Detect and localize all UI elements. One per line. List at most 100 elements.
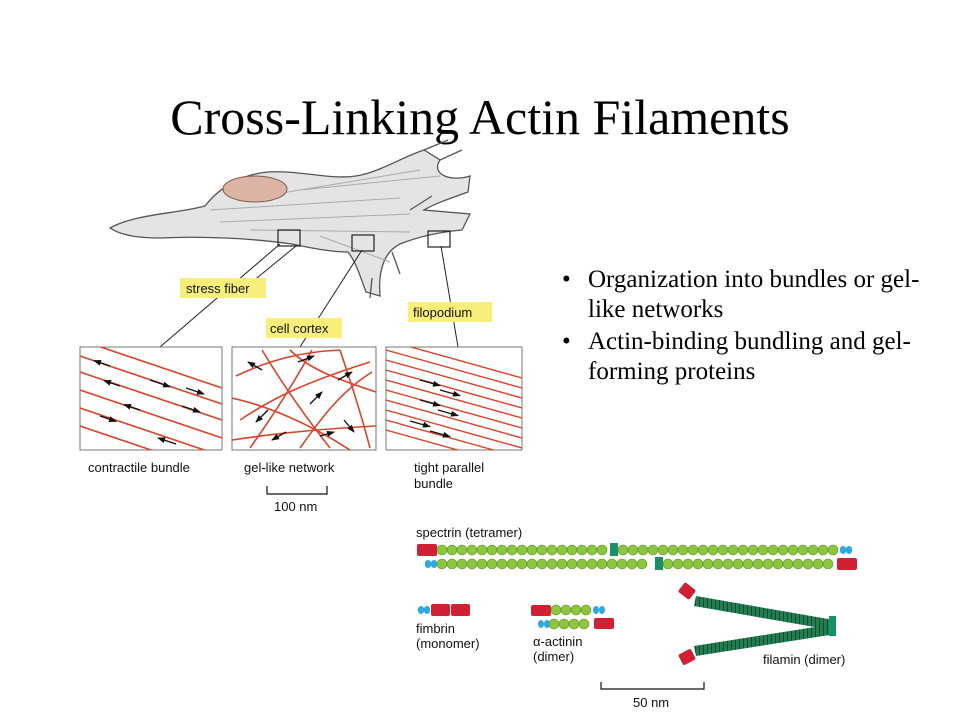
protein-domain-bead: [546, 544, 558, 556]
label-filopodium: filopodium: [413, 305, 472, 320]
protein-domain-bead: [757, 544, 769, 556]
protein-domain-bead: [596, 558, 608, 570]
protein-domain-bead: [797, 544, 809, 556]
protein-domain-bead: [617, 544, 629, 556]
label-cell-cortex-box: [266, 318, 342, 338]
protein-domain-bead: [636, 558, 648, 570]
caption-contractile-bundle: contractile bundle: [88, 460, 190, 475]
protein-domain-bead: [616, 558, 628, 570]
protein-domain-bead: [496, 544, 508, 556]
protein-domain-bead: [662, 558, 674, 570]
protein-domain-bead: [536, 544, 548, 556]
protein-domain-bead: [436, 544, 448, 556]
protein-domain-bead: [596, 544, 608, 556]
label-filamin: filamin (dimer): [763, 652, 845, 667]
protein-domain-bead: [697, 544, 709, 556]
protein-domain-bead: [827, 544, 839, 556]
protein-domain-bead: [580, 604, 592, 616]
protein-domain-bead: [637, 544, 649, 556]
scale-label-100nm: 100 nm: [274, 499, 317, 514]
protein-domain-bead: [436, 558, 448, 570]
zoom-box-stress: [277, 229, 301, 247]
protein-domain-bead: [586, 544, 598, 556]
nucleus: [222, 175, 288, 203]
protein-domain-bead: [787, 544, 799, 556]
scale-bar-50nm: [600, 682, 705, 690]
protein-domain-bead: [566, 558, 578, 570]
protein-domain-bead: [576, 544, 588, 556]
protein-domain-bead: [717, 544, 729, 556]
protein-domain-bead: [767, 544, 779, 556]
protein-domain-bead: [526, 558, 538, 570]
bullet-text: Actin-binding bundling and gel-forming p…: [588, 328, 911, 385]
cell-fibers: [209, 169, 441, 263]
protein-domain-bead: [817, 544, 829, 556]
protein-domain-bead: [822, 558, 834, 570]
bullet-item: • Organization into bundles or gel-like n…: [562, 265, 952, 325]
protein-domain-bead: [672, 558, 684, 570]
protein-domain-bead: [570, 604, 582, 616]
protein-domain-bead: [712, 558, 724, 570]
protein-domain-bead: [727, 544, 739, 556]
protein-domain-bead: [692, 558, 704, 570]
label-actinin-1: α-actinin: [533, 634, 582, 649]
protein-domain-bead: [687, 544, 699, 556]
protein-domain-bead: [566, 544, 578, 556]
label-stress-fiber-box: [180, 278, 266, 298]
protein-domain-bead: [807, 544, 819, 556]
protein-domain-bead: [647, 544, 659, 556]
panel-gel-network: [231, 346, 377, 451]
protein-domain-bead: [722, 558, 734, 570]
protein-domain-bead: [556, 544, 568, 556]
protein-domain-bead: [526, 544, 538, 556]
alpha-actinin-molecule: [531, 604, 614, 630]
spectrin-molecule: [417, 543, 857, 570]
protein-domain-bead: [777, 544, 789, 556]
protein-domain-bead: [560, 604, 572, 616]
protein-domain-bead: [657, 544, 669, 556]
protein-domain-bead: [536, 558, 548, 570]
protein-domain-bead: [486, 544, 498, 556]
protein-domain-bead: [558, 618, 570, 630]
bullet-dot-icon: •: [562, 328, 571, 355]
fimbrin-molecule: [417, 604, 470, 616]
protein-domain-bead: [466, 544, 478, 556]
protein-domain-bead: [606, 558, 618, 570]
protein-domain-bead: [486, 558, 498, 570]
protein-domain-bead: [586, 558, 598, 570]
protein-domain-bead: [550, 604, 562, 616]
bullet-text: Organization into bundles or gel-like ne…: [588, 266, 920, 323]
panel-tight-parallel-bundle: [385, 346, 523, 451]
protein-domain-bead: [677, 544, 689, 556]
protein-domain-bead: [496, 558, 508, 570]
protein-domain-bead: [506, 544, 518, 556]
slide-title: Cross-Linking Actin Filaments: [170, 89, 790, 145]
protein-domain-bead: [667, 544, 679, 556]
caption-tight-bundle-2: bundle: [414, 476, 453, 491]
caption-gel-network: gel-like network: [244, 460, 335, 475]
protein-domain-bead: [556, 558, 568, 570]
protein-domain-bead: [627, 544, 639, 556]
protein-domain-bead: [568, 618, 580, 630]
protein-domain-bead: [762, 558, 774, 570]
caption-tight-bundle-1: tight parallel: [414, 460, 484, 475]
protein-domain-bead: [456, 558, 468, 570]
protein-domain-bead: [702, 558, 714, 570]
protein-domain-bead: [466, 558, 478, 570]
protein-domain-bead: [516, 544, 528, 556]
protein-domain-bead: [707, 544, 719, 556]
protein-domain-bead: [548, 618, 560, 630]
label-spectrin: spectrin (tetramer): [416, 525, 522, 540]
protein-domain-bead: [546, 558, 558, 570]
protein-domain-bead: [682, 558, 694, 570]
scale-label-50nm: 50 nm: [633, 695, 669, 710]
panel-contractile-bundle: [79, 346, 223, 451]
protein-domain-bead: [506, 558, 518, 570]
protein-domain-bead: [446, 544, 458, 556]
protein-domain-bead: [742, 558, 754, 570]
bullet-list: • Organization into bundles or gel-like n…: [562, 265, 952, 389]
bullet-dot-icon: •: [562, 266, 571, 293]
protein-domain-bead: [576, 558, 588, 570]
